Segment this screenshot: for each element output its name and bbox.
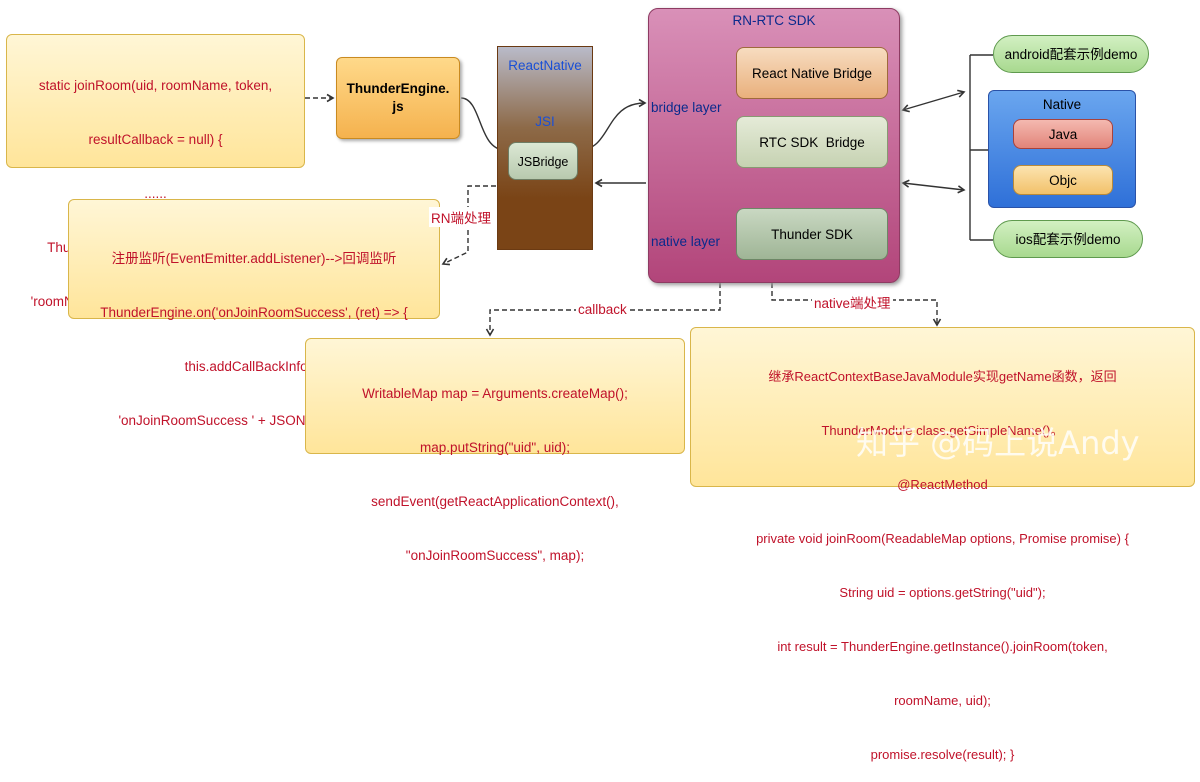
java-node: Java bbox=[1013, 119, 1113, 149]
native-handling-label: native端处理 bbox=[812, 292, 893, 312]
code-line: static joinRoom(uid, roomName, token, bbox=[38, 78, 273, 93]
bridge-layer-label: bridge layer bbox=[651, 100, 722, 115]
jsi-label: JSI bbox=[535, 114, 555, 129]
rn-handling-label: RN端处理 bbox=[429, 207, 493, 227]
react-native-title: ReactNative bbox=[508, 58, 582, 73]
code-line: WritableMap map = Arguments.createMap(); bbox=[362, 386, 628, 401]
callback-label: callback bbox=[576, 302, 629, 317]
code-line: this.addCallBackInfo(1, bbox=[184, 359, 324, 374]
code-line: "onJoinRoomSuccess", map); bbox=[405, 548, 585, 563]
edge-sdk-native-top bbox=[901, 89, 966, 113]
code-line: 继承ReactContextBaseJavaModule实现getName函数，… bbox=[768, 369, 1117, 384]
rn-rtc-sdk-title: RN-RTC SDK bbox=[732, 13, 816, 28]
code-line: private void joinRoom(ReadableMap option… bbox=[756, 531, 1129, 546]
code-line: sendEvent(getReactApplicationContext(), bbox=[371, 494, 619, 509]
native-container: Native Java Objc bbox=[988, 90, 1136, 208]
callback-code-box: WritableMap map = Arguments.createMap();… bbox=[305, 338, 685, 563]
code-line: map.putString("uid", uid); bbox=[420, 440, 570, 455]
native-title: Native bbox=[1042, 97, 1082, 112]
edge-native-bracket bbox=[969, 54, 993, 241]
code-line: int result = ThunderEngine.getInstance()… bbox=[777, 639, 1108, 654]
zhihu-watermark: 知乎 @码上说Andy bbox=[856, 424, 1140, 462]
thunder-sdk-node: Thunder SDK bbox=[736, 208, 888, 260]
native-layer-label: native layer bbox=[651, 234, 721, 249]
jsbridge-node: JSBridge bbox=[508, 142, 578, 180]
code-line: String uid = options.getString("uid"); bbox=[839, 585, 1046, 600]
code-line: roomName, uid); bbox=[894, 693, 991, 708]
listener-code-box: 注册监听(EventEmitter.addListener)-->回调监听 Th… bbox=[68, 199, 440, 428]
react-native-bridge-node: React Native Bridge bbox=[736, 47, 888, 99]
code-line: ...... bbox=[144, 186, 167, 201]
thunder-engine-js-node: ThunderEngine. js bbox=[336, 57, 460, 139]
android-demo-node: android配套示例demo bbox=[993, 35, 1149, 73]
ios-demo-node: ios配套示例demo bbox=[993, 220, 1143, 258]
code-line: ThunderEngine.on('onJoinRoomSuccess', (r… bbox=[100, 305, 408, 320]
rtc-sdk-bridge-node: RTC SDK Bridge bbox=[736, 116, 888, 168]
objc-node: Objc bbox=[1013, 165, 1113, 195]
edge-sdk-native-bottom bbox=[901, 179, 966, 194]
code-line: resultCallback = null) { bbox=[88, 132, 223, 147]
code-line: 注册监听(EventEmitter.addListener)-->回调监听 bbox=[111, 251, 397, 266]
code-line: ThunderModule.class.getSimpleName()。 bbox=[821, 423, 1064, 438]
code-line: @ReactMethod bbox=[897, 477, 988, 492]
joinroom-code-box: static joinRoom(uid, roomName, token, re… bbox=[6, 34, 305, 309]
code-line: promise.resolve(result); } bbox=[870, 747, 1015, 762]
